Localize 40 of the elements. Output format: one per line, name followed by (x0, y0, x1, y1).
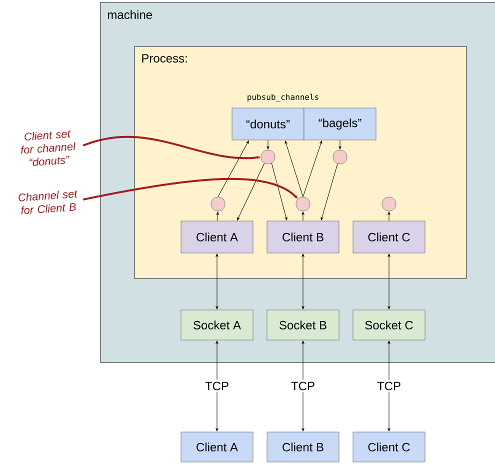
arrow (216, 340, 218, 432)
socket-box: Socket B (266, 310, 340, 340)
client-box: Client C (352, 220, 426, 254)
arrow (266, 140, 270, 150)
set-circle (296, 196, 310, 212)
set-circle (332, 150, 348, 164)
set-circle (382, 196, 396, 212)
annotation-text: Client set for channel “donuts” (21, 130, 76, 166)
annotation-text: Channel set for Client B (18, 190, 78, 214)
arrow (320, 164, 338, 220)
table-heading: pubsub_channels (248, 94, 318, 102)
client-box: Client A (180, 432, 254, 462)
arrow (302, 140, 322, 198)
arrow (271, 163, 288, 220)
arrow (388, 340, 390, 432)
socket-box: Socket A (180, 310, 254, 340)
arrow (338, 140, 342, 150)
arrow (388, 212, 390, 222)
set-circle (210, 196, 226, 212)
socket-box: Socket C (352, 310, 426, 340)
arrow (284, 140, 304, 198)
arrow (216, 254, 218, 310)
client-box: Client A (180, 220, 254, 254)
arrow (237, 163, 265, 220)
arrow (388, 254, 390, 310)
edge-label: TCP (375, 380, 403, 392)
edge-label: TCP (289, 380, 317, 392)
arrow (82, 178, 298, 201)
arrow (216, 212, 219, 222)
arrow (302, 340, 304, 432)
channel-cell: “bagels” (304, 108, 376, 140)
client-box: Client B (266, 432, 340, 462)
edge-label: TCP (203, 380, 231, 392)
arrow (218, 140, 249, 198)
client-box: Client B (266, 220, 340, 254)
set-circle (260, 150, 276, 164)
arrow (302, 254, 304, 310)
arrow (302, 212, 304, 222)
client-box: Client C (352, 432, 426, 462)
channel-cell: “donuts” (232, 108, 304, 140)
